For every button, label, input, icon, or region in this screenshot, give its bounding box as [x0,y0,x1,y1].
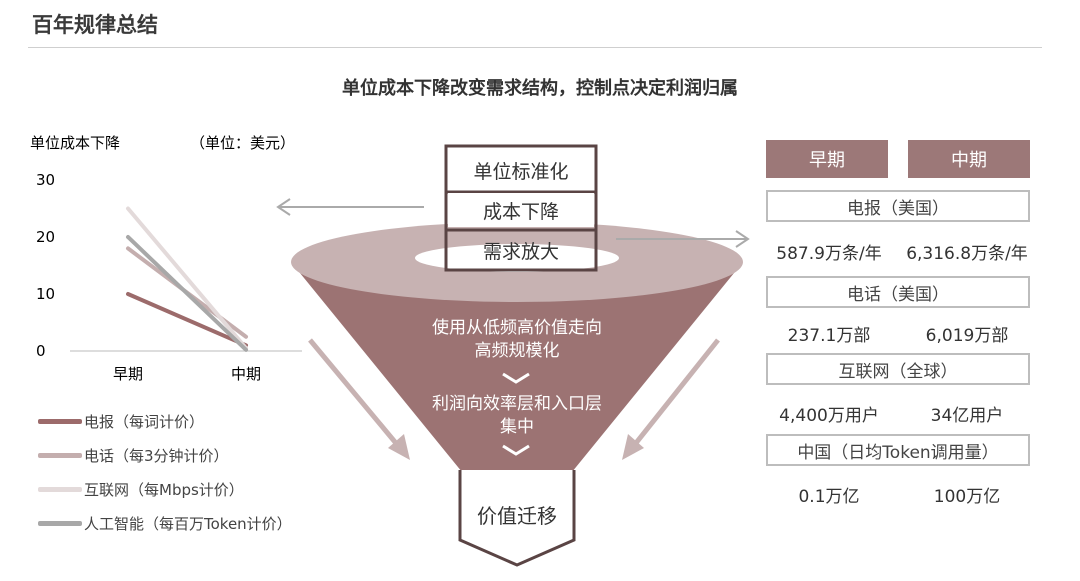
y-tick-label: 10 [36,285,55,303]
legend-label: 电话（每3分钟计价） [84,446,229,465]
legend-label: 互联网（每Mbps计价） [84,480,244,499]
period-header-early: 早期 [766,140,888,178]
y-tick-label: 0 [36,342,46,360]
metric-label-telegraph: 电报（美国） [766,190,1030,222]
legend-item: 互联网（每Mbps计价） [38,472,292,506]
legend-swatch [38,520,82,526]
legend-label: 电报（每词计价） [84,412,205,431]
metric-mid-value: 100万亿 [933,487,1001,507]
page-title: 百年规律总结 [32,13,158,37]
cost-line-chart: 单位成本下降 （单位：美元） 0 10 20 30 早期 中期 [30,134,302,383]
legend-label: 人工智能（每百万Token计价） [84,514,292,533]
stack-item-cost-decline: 成本下降 [448,193,594,227]
metric-label-internet: 互联网（全球） [766,353,1030,385]
chevron-down-icon [502,372,530,384]
metric-label-telephone: 电话（美国） [766,276,1030,308]
funnel-lower-text: 利润向效率层和入口层 集中 [392,393,642,439]
legend-swatch [38,486,82,492]
stack-item-standardization: 单位标准化 [448,152,594,188]
stack-frame [444,144,598,272]
metric-mid-value: 34亿用户 [930,406,1004,426]
title-divider [28,47,1042,48]
metric-mid-value: 6,019万部 [925,326,1009,346]
y-tick-label: 20 [36,228,55,246]
metric-early-value: 0.1万亿 [798,487,860,507]
series-line-2 [126,206,248,351]
funnel-body [291,262,743,482]
legend-item: 电话（每3分钟计价） [38,438,292,472]
x-tick-label: 中期 [231,365,261,383]
chevron-down-icon [502,444,530,456]
series-line-3 [126,235,248,352]
chart-unit-note: （单位：美元） [190,134,295,152]
legend-swatch [38,418,82,424]
metric-mid-value: 6,316.8万条/年 [906,244,1028,264]
legend-item: 人工智能（每百万Token计价） [38,506,292,540]
stack-item-demand-amplify: 需求放大 [482,240,559,263]
y-tick-label: 30 [36,171,55,189]
diagonal-arrow-left-icon [308,338,410,460]
value-pentagon [458,470,576,567]
arrow-left-icon [276,198,424,216]
funnel-upper-text: 使用从低频高价值走向 高频规模化 [392,317,642,363]
chart-legend: 电报（每词计价） 电话（每3分钟计价） 互联网（每Mbps计价） 人工智能（每百万To… [38,404,292,540]
subtitle: 单位成本下降改变需求结构，控制点决定利润归属 [342,78,738,99]
legend-item: 电报（每词计价） [38,404,292,438]
legend-swatch [38,452,82,458]
arrow-right-icon [616,230,750,248]
funnel-upper-line-2: 高频规模化 [474,341,560,361]
chart-title: 单位成本下降 [30,134,120,152]
period-header-mid: 中期 [908,140,1030,178]
metric-early-value: 237.1万部 [787,326,871,346]
metric-early-value: 4,400万用户 [779,406,879,426]
funnel-lower-line-1: 利润向效率层和入口层 [432,394,602,414]
metric-label-china-token: 中国（日均Token调用量） [766,434,1030,466]
funnel-upper-line-1: 使用从低频高价值走向 [432,318,602,338]
funnel-lower-line-2: 集中 [500,417,534,437]
value-migration-label: 价值迁移 [477,503,557,528]
funnel-opening [415,244,619,272]
metric-early-value: 587.9万条/年 [776,244,882,264]
x-tick-label: 早期 [113,365,143,383]
diagonal-arrow-right-icon [622,338,720,460]
series-line-0 [126,292,248,348]
